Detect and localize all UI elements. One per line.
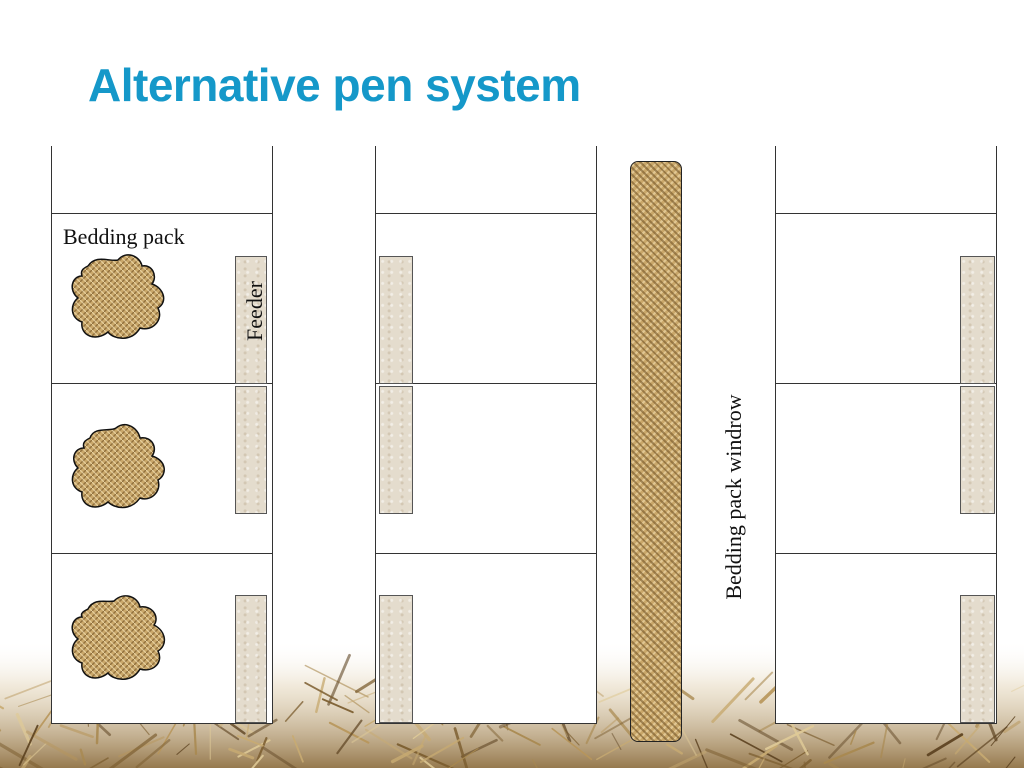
pen-divider — [52, 553, 272, 554]
pen-divider — [376, 383, 596, 384]
pen-divider — [376, 213, 596, 214]
windrow-label: Bedding pack windrow — [721, 394, 746, 600]
feeder-icon — [960, 256, 995, 384]
windrow-icon — [630, 161, 682, 742]
feeder-icon — [379, 386, 413, 514]
bedding-pack-icon — [71, 254, 165, 339]
feeder-icon — [960, 386, 995, 514]
pen-divider — [52, 383, 272, 384]
feeder-label: Feeder — [242, 281, 267, 341]
feeder-icon — [960, 595, 995, 723]
feeder-icon — [235, 595, 267, 723]
pen-divider — [376, 553, 596, 554]
bedding-pack-icon — [71, 595, 166, 680]
feeder-icon — [235, 386, 267, 514]
slide-title: Alternative pen system — [88, 59, 581, 111]
feeder-icon — [235, 256, 267, 384]
feeder-icon — [379, 256, 413, 384]
pen-divider — [776, 213, 996, 214]
pen-divider — [776, 553, 996, 554]
bedding-pack-label: Bedding pack — [63, 224, 185, 249]
bedding-pack-icon — [71, 424, 165, 509]
pen-divider — [776, 383, 996, 384]
pen-divider — [52, 213, 272, 214]
feeder-icon — [379, 595, 413, 723]
